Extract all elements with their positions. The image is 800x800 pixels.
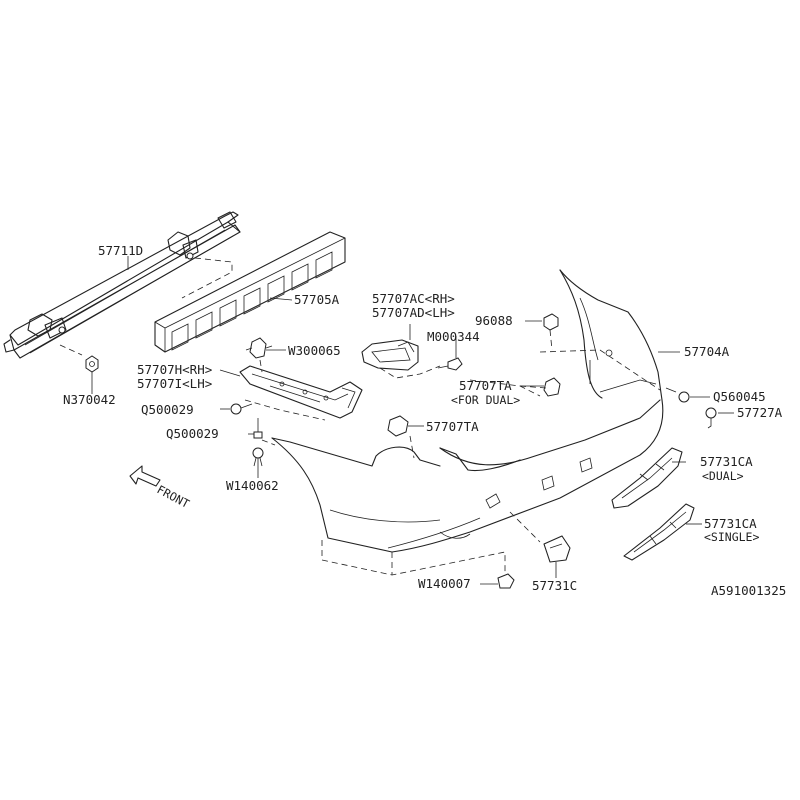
clip-w300065 xyxy=(245,337,273,359)
label-q500029-a: Q500029 xyxy=(141,402,194,417)
label-w140007: W140007 xyxy=(418,576,471,591)
label-57707ad: 57707AD<LH> xyxy=(372,305,455,320)
screw-q560045 xyxy=(665,387,690,403)
label-57727a: 57727A xyxy=(737,405,783,420)
bolt-q500029-b xyxy=(253,418,263,439)
label-96088: 96088 xyxy=(475,313,513,328)
bracket-57707ta xyxy=(387,415,409,437)
label-q500029-b: Q500029 xyxy=(166,426,219,441)
label-n370042: N370042 xyxy=(63,392,116,407)
label-single-note: <SINGLE> xyxy=(704,530,759,544)
rear-bumper-cover xyxy=(271,269,664,553)
lower-trim-57731ca-single xyxy=(623,503,695,561)
label-w300065: W300065 xyxy=(288,343,341,358)
label-57731c: 57731C xyxy=(532,578,577,593)
label-for-dual-note: <FOR DUAL> xyxy=(451,393,520,407)
label-57707ac: 57707AC<RH> xyxy=(372,291,455,306)
bolt-q500029-a xyxy=(230,403,253,415)
energy-absorber xyxy=(154,231,346,353)
leader-lines xyxy=(91,256,734,585)
clip-w140007 xyxy=(497,573,515,589)
diagram-id: A591001325 xyxy=(711,583,786,598)
side-bracket-57707h xyxy=(239,365,363,419)
label-57707h: 57707H<RH> xyxy=(137,362,212,377)
label-q560045: Q560045 xyxy=(713,389,766,404)
label-front: FRONT xyxy=(155,482,192,511)
front-direction-arrow xyxy=(129,465,161,487)
screw-m000344 xyxy=(437,357,463,371)
label-57707ta: 57707TA xyxy=(426,419,479,434)
tow-hook-cover-57731c xyxy=(543,535,571,563)
label-57705a: 57705A xyxy=(294,292,340,307)
label-57731ca-dual: 57731CA xyxy=(700,454,753,469)
bracket-57707ta-dual xyxy=(543,377,561,397)
label-57707i: 57707I<LH> xyxy=(137,376,212,391)
label-57731ca-single: 57731CA xyxy=(704,516,757,531)
nut-n370042 xyxy=(85,355,99,373)
label-57707ta-dual: 57707TA xyxy=(459,378,512,393)
label-w140062: W140062 xyxy=(226,478,279,493)
nut-96088 xyxy=(543,313,559,331)
label-57711d: 57711D xyxy=(98,243,143,258)
label-m000344: M000344 xyxy=(427,329,480,344)
upper-bracket-57707ac xyxy=(361,339,419,371)
rear-reinforcement-beam xyxy=(3,211,241,359)
label-57704a: 57704A xyxy=(684,344,730,359)
clip-57727a xyxy=(705,407,717,429)
label-dual-note: <DUAL> xyxy=(702,469,744,483)
lower-trim-57731ca-dual xyxy=(611,447,683,509)
